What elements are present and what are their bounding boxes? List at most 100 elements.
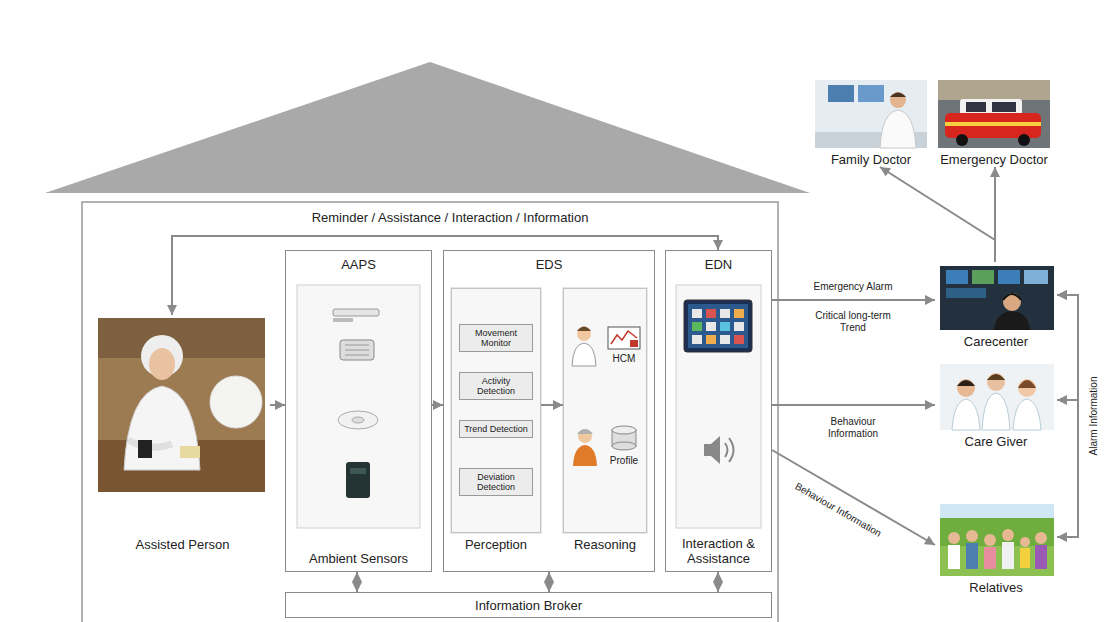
connector-arrow — [541, 404, 563, 406]
inner-panel — [676, 285, 761, 528]
care-giver-photo — [1018, 380, 1036, 388]
family-doctor-photo — [828, 85, 854, 102]
speaker-icon — [729, 438, 734, 462]
relatives-photo — [984, 534, 996, 546]
connector-arrow — [1057, 295, 1078, 537]
tablet-icon — [720, 322, 730, 331]
assisted-person-photo — [149, 348, 175, 380]
emergency-car-photo — [945, 113, 1041, 138]
process-box: Activity Detection — [459, 372, 533, 400]
care-giver-photo — [1018, 379, 1036, 397]
tablet-icon — [706, 309, 716, 318]
house-roof — [45, 62, 810, 193]
care-giver-photo — [952, 399, 980, 430]
emergency-car-photo — [992, 102, 1016, 112]
emergency-car-photo — [938, 80, 1050, 148]
assisted-person-photo — [98, 318, 265, 492]
sensor-icon — [350, 468, 366, 474]
carecenter-photo — [994, 311, 1030, 330]
emergency-car-photo — [945, 122, 1041, 126]
sensor-icon — [352, 417, 364, 423]
connector-arrow — [994, 167, 996, 262]
connector-arrow — [432, 404, 443, 406]
tablet-icon — [734, 309, 744, 318]
emergency-car-photo — [1018, 134, 1030, 146]
edge-label: Behaviour Information — [791, 479, 885, 540]
broker-bar: Information Broker — [285, 592, 772, 618]
reasoning-icon — [612, 442, 636, 450]
relatives-photo — [1002, 542, 1014, 569]
sensor-icon — [333, 309, 379, 498]
edge-label: Reminder / Assistance / Interaction / In… — [310, 210, 591, 226]
connector-arrow — [772, 299, 935, 301]
process-box: Trend Detection — [459, 420, 533, 438]
relatives-photo — [1020, 537, 1030, 547]
edge-label: Alarm Information — [1088, 375, 1100, 458]
house-roof — [45, 62, 810, 193]
box-label: Activity Detection — [462, 376, 530, 396]
speaker-icon — [704, 436, 720, 464]
panel-label: Perception — [440, 537, 552, 552]
box-heading: EDS — [444, 257, 654, 272]
relatives-photo — [948, 532, 960, 544]
connector-arrow — [772, 404, 935, 406]
tablet-icon — [688, 304, 748, 348]
relatives-photo — [966, 543, 978, 569]
inner-panel — [451, 288, 541, 533]
photo-caption: Family Doctor — [812, 152, 930, 167]
carecenter-photo — [946, 288, 986, 298]
assisted-person-photo — [98, 318, 265, 492]
relatives-photo — [1035, 532, 1047, 544]
reasoning-icon — [612, 426, 636, 434]
tablet-icon — [720, 309, 730, 318]
relatives-photo — [940, 504, 1054, 576]
inner-panel — [297, 285, 420, 528]
process-box: Deviation Detection — [459, 468, 533, 496]
care-giver-photo — [940, 364, 1054, 430]
inner-panel — [297, 285, 761, 533]
photo-caption: Relatives — [935, 580, 1057, 595]
system-box: EDN Interaction & Assistance — [665, 250, 772, 572]
connector-arrow — [356, 572, 358, 592]
tablet-icon — [720, 335, 730, 344]
family-doctor-photo — [815, 80, 927, 148]
emergency-car-photo — [938, 80, 1050, 148]
sensor-icon — [346, 462, 370, 498]
box-label: Information Broker — [475, 598, 582, 613]
relatives-photo — [940, 546, 1054, 576]
speaker-icon — [725, 443, 728, 457]
relatives-photo — [984, 547, 996, 569]
tablet-icon — [706, 322, 716, 331]
photo-caption: Carecenter — [935, 334, 1057, 349]
assisted-person-photo — [138, 440, 152, 458]
sensor-icon — [333, 318, 353, 322]
module-panel: Reasoning — [563, 288, 647, 533]
care-giver-photo — [1013, 399, 1041, 430]
connector-arrow — [772, 450, 935, 545]
box-label: Deviation Detection — [462, 472, 530, 492]
connector-arrow — [548, 572, 550, 592]
care-giver-photo — [957, 380, 975, 386]
speaker-icon — [704, 436, 734, 464]
care-giver-photo — [987, 373, 1005, 391]
photo-caption: Assisted Person — [95, 537, 270, 552]
connector-arrow — [270, 404, 285, 406]
connector-arrow — [172, 236, 718, 315]
family-doctor-photo — [815, 80, 927, 148]
emergency-car-photo — [956, 134, 968, 146]
sensor-icon — [333, 309, 379, 316]
sensor-icon — [338, 411, 378, 429]
photo-caption: Care Giver — [935, 434, 1057, 449]
photo-node: Family Doctor — [812, 76, 930, 167]
box-caption: Interaction & Assistance — [670, 536, 767, 566]
photo-node: Relatives — [935, 500, 1057, 595]
box-label: Trend Detection — [462, 424, 530, 434]
reasoning-icon — [630, 340, 638, 347]
care-giver-photo — [940, 364, 1054, 430]
care-giver-photo — [957, 379, 975, 397]
carecenter-photo — [1003, 293, 1021, 311]
carecenter-photo — [940, 266, 1054, 330]
icon-label: HCM — [611, 353, 638, 365]
assisted-person-photo — [180, 446, 200, 458]
box-heading: EDN — [666, 257, 771, 272]
